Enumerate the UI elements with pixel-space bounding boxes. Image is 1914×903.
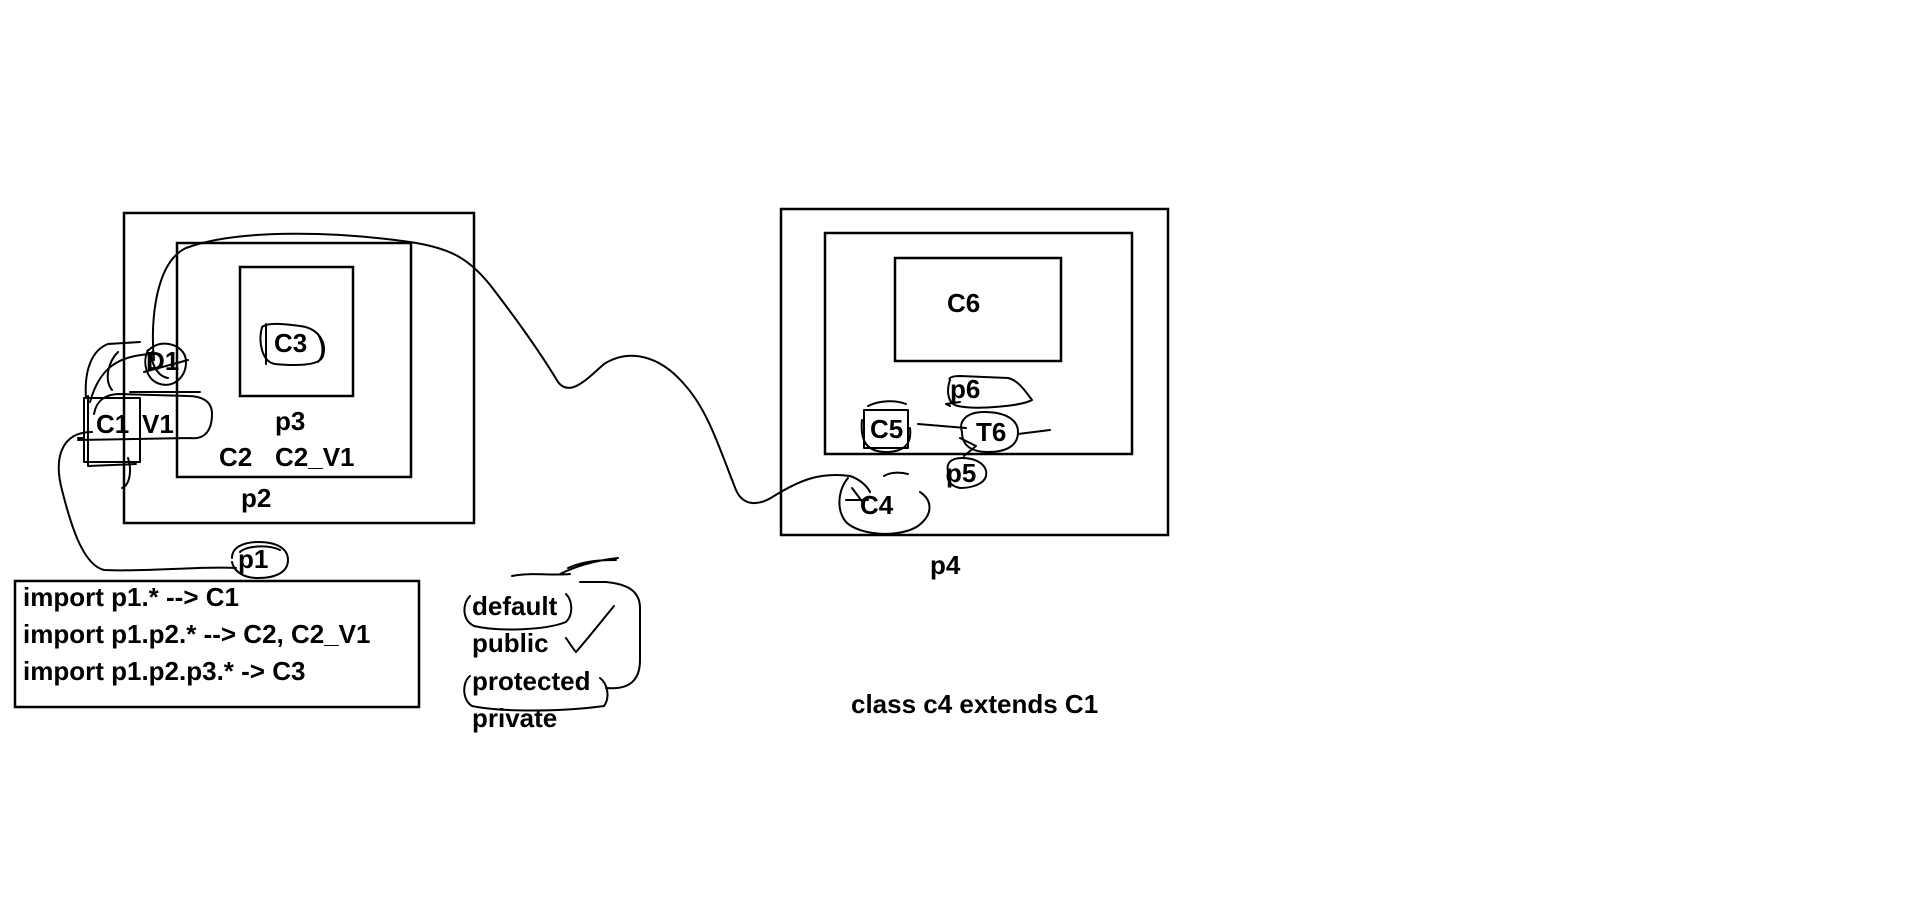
label-p3: p3	[275, 406, 305, 436]
label-c5: C5	[870, 414, 903, 444]
public-checkmark	[565, 605, 615, 653]
label-p1: p1	[238, 544, 268, 574]
package-p3-box	[175, 241, 413, 479]
label-p6: p6	[950, 374, 980, 404]
label-c3: C3	[274, 328, 307, 358]
label-p5: p5	[946, 458, 976, 488]
modifier-default: default	[472, 591, 558, 621]
class-c3-box	[238, 265, 355, 398]
c3-scribble	[259, 322, 325, 366]
curve-left-to-p1	[57, 431, 237, 572]
import-line-2: import p1.p2.* --> C2, C2_V1	[23, 619, 370, 649]
c5-scribble	[860, 400, 912, 453]
class-c6-box	[893, 256, 1063, 363]
import-line-3: import p1.p2.p3.* -> C3	[23, 656, 305, 686]
d1-scribble	[129, 342, 201, 393]
p5-scribble	[946, 457, 988, 489]
modifier-public: public	[472, 628, 549, 658]
t6-scribble	[917, 411, 1051, 457]
package-p2-box	[122, 211, 476, 525]
imports-box	[13, 579, 421, 709]
inner-package-box	[823, 231, 1134, 456]
protected-scribble	[463, 581, 641, 712]
package-p4-box	[779, 207, 1170, 537]
p6-scribble	[945, 375, 1033, 409]
label-c2: C2	[219, 442, 252, 472]
label-p4: p4	[930, 550, 961, 580]
modifier-protected: protected	[472, 666, 590, 696]
extends-note: class c4 extends C1	[851, 689, 1098, 719]
p1-scribble	[231, 541, 289, 579]
modifier-private: private	[472, 703, 557, 733]
c1-v1-scribble	[77, 341, 213, 489]
import-line-1: import p1.* --> C1	[23, 582, 239, 612]
label-c6: C6	[947, 288, 980, 318]
curve-p2-to-c4	[151, 232, 871, 505]
label-c4: C4	[860, 490, 894, 520]
label-t6: T6	[976, 417, 1006, 447]
label-d1: D1	[146, 346, 179, 376]
label-c1: C1	[96, 409, 129, 439]
label-v1: V1	[142, 409, 174, 439]
default-scribble	[463, 557, 619, 631]
label-c2-v1: C2_V1	[275, 442, 355, 472]
label-p2: p2	[241, 483, 271, 513]
